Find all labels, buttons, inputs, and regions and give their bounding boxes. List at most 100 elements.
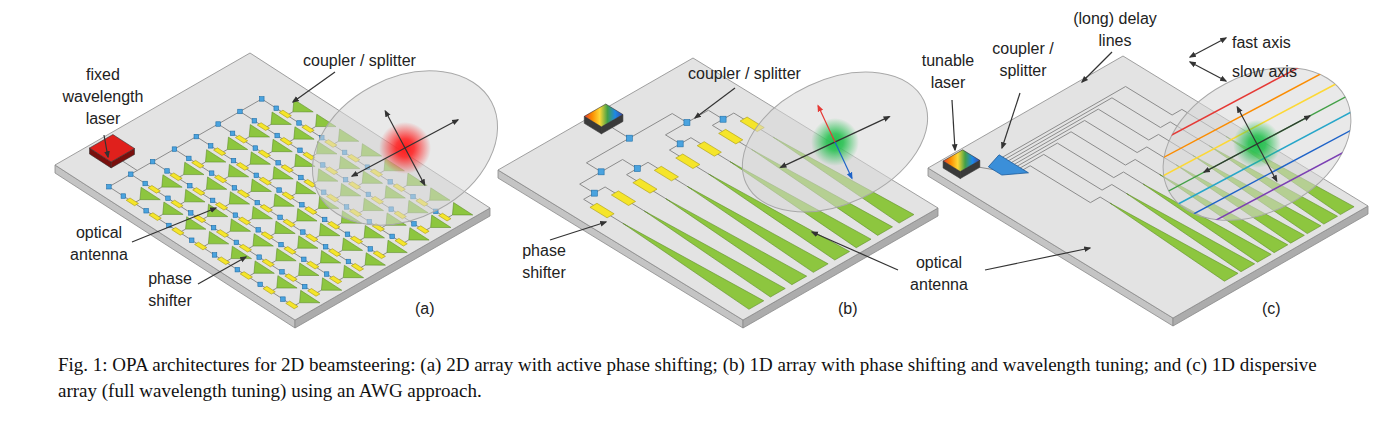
phase-shifter	[258, 150, 270, 158]
phase-shifter	[719, 129, 743, 144]
steering-arrow	[1190, 38, 1226, 57]
laser-top	[584, 104, 623, 127]
phase-shifter	[193, 188, 205, 196]
coupler-square	[258, 282, 263, 287]
phase-shifter	[439, 213, 451, 221]
leader-line	[952, 100, 955, 150]
phase-shifter	[283, 219, 295, 227]
coupler-square	[281, 297, 286, 302]
coupler-square	[301, 230, 306, 235]
phase-shifter	[214, 148, 226, 156]
far-field-ellipse	[286, 40, 525, 256]
wavelength-lines	[1137, 50, 1376, 238]
callout-label: tunable laser	[910, 50, 986, 94]
callout-label: optical antenna	[903, 252, 975, 296]
leader-line	[550, 222, 606, 240]
coupler-square	[166, 196, 171, 201]
steering-arrow	[385, 111, 424, 185]
waveguide	[109, 99, 262, 187]
waveguide	[109, 187, 295, 307]
callout-label: (long) delay lines	[1063, 8, 1167, 52]
waveguide	[687, 110, 723, 122]
steering-arrow	[835, 142, 852, 178]
coupler-square	[276, 161, 281, 166]
coupler-square	[144, 209, 149, 214]
waveguide	[123, 161, 137, 170]
coupler-square	[252, 119, 256, 124]
phase-shifter	[697, 142, 721, 157]
coupler-square	[323, 245, 328, 250]
coupler-square	[274, 106, 279, 111]
coupler-square	[256, 228, 261, 233]
phase-shifter	[633, 179, 657, 194]
coupler-square	[255, 200, 260, 205]
phase-shifter	[285, 274, 297, 282]
callout-label: coupler / splitter	[688, 63, 848, 85]
phase-shifter	[305, 207, 317, 215]
coupler-square	[368, 247, 373, 252]
phase-shifter	[329, 276, 341, 284]
phase-shifter	[236, 163, 248, 171]
coupler-square	[238, 109, 243, 114]
phase-shifter	[171, 200, 183, 208]
phase-shifter	[281, 165, 293, 173]
phase-shifter	[263, 286, 275, 294]
phase-shifter	[235, 135, 247, 143]
coupler-square	[275, 133, 280, 138]
waveguide	[601, 160, 637, 172]
callout-label: fixed wavelength laser	[58, 64, 148, 130]
waveguide	[629, 114, 687, 139]
steering-arrow	[1237, 107, 1276, 181]
waveguide	[153, 162, 339, 282]
axis-label: slow axis	[1232, 61, 1342, 83]
phase-shifter	[239, 244, 251, 252]
coupler-square	[234, 240, 239, 245]
far-field-ellipse	[1137, 37, 1377, 251]
phase-shifter	[260, 205, 272, 213]
phase-shifter	[238, 217, 250, 225]
optical-antenna	[293, 99, 313, 111]
coupler-square	[121, 194, 126, 199]
phase-shifter	[308, 289, 320, 297]
phase-shifter	[676, 154, 700, 169]
coupler-square	[390, 234, 395, 239]
axis-label: fast axis	[1232, 32, 1342, 54]
phase-shifter	[259, 177, 271, 185]
phase-shifter	[417, 226, 429, 234]
coupler-square	[634, 166, 640, 172]
panel-letter: (c)	[1262, 298, 1302, 320]
phase-shifter	[215, 202, 227, 210]
phase-shifter	[148, 185, 160, 193]
phase-shifter	[280, 137, 292, 145]
leader-line	[198, 257, 246, 284]
phase-shifter	[170, 173, 182, 181]
coupler-square	[297, 121, 302, 126]
coupler-square	[260, 97, 265, 102]
coupler-square	[231, 158, 236, 163]
phase-shifter	[350, 236, 362, 244]
phase-shifter	[395, 238, 407, 246]
phase-shifter	[279, 110, 291, 118]
coupler-square	[254, 173, 259, 178]
callout-label: phase shifter	[134, 268, 206, 312]
coupler-square	[172, 147, 177, 152]
leader-line	[985, 248, 1090, 270]
panel-letter: (a)	[415, 298, 455, 320]
waveguide	[1019, 154, 1129, 195]
coupler-square	[211, 225, 216, 230]
coupler-square	[150, 159, 155, 164]
panel-letter: (b)	[838, 298, 878, 320]
coupler-square	[591, 190, 597, 196]
coupler-square	[299, 175, 304, 180]
laser-top	[943, 150, 980, 172]
coupler-square	[233, 213, 238, 218]
phase-shifter	[195, 242, 207, 250]
coupler-square	[346, 259, 351, 264]
leader-line	[695, 88, 735, 118]
phase-shifter	[351, 263, 363, 271]
phase-shifter	[216, 230, 228, 238]
waveguide	[1022, 166, 1112, 205]
phase-shifter	[307, 261, 319, 269]
optical-antenna	[452, 203, 472, 215]
waveguide	[1016, 143, 1145, 185]
